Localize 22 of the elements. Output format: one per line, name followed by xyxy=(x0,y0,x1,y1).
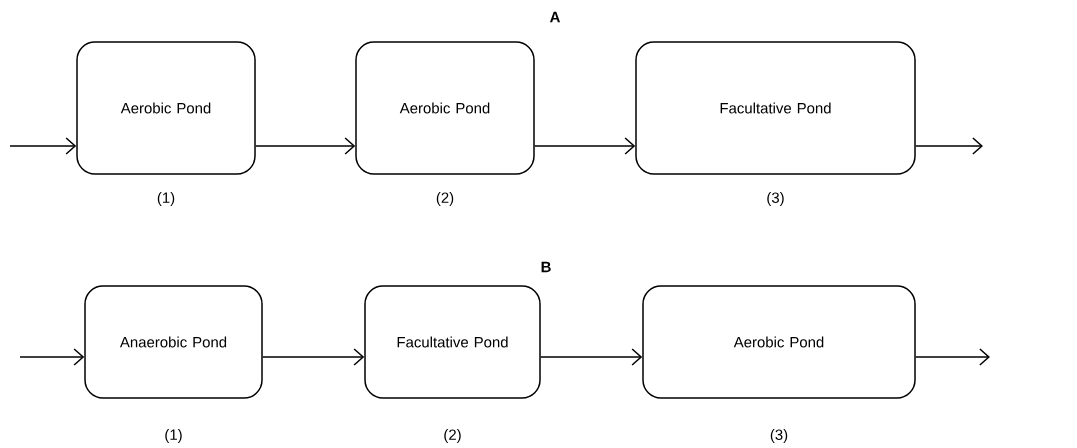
arrow xyxy=(262,348,365,366)
stage-number: (1) xyxy=(157,192,175,206)
stage-number: (1) xyxy=(165,429,182,443)
arrow xyxy=(534,137,636,155)
pond-box: Facultative Pond xyxy=(635,41,916,175)
stage-number: (3) xyxy=(767,192,784,206)
arrow xyxy=(915,348,990,366)
pond-box: Aerobic Pond xyxy=(355,41,535,175)
pond-box: Aerobic Pond xyxy=(642,285,916,399)
section-letter: B xyxy=(541,261,551,273)
pond-box: Anaerobic Pond xyxy=(84,285,263,399)
stage-number: (3) xyxy=(770,429,788,443)
stage-number: (2) xyxy=(444,429,461,443)
arrow xyxy=(540,348,643,366)
arrow xyxy=(915,137,983,155)
pond-box: Aerobic Pond xyxy=(76,41,256,175)
arrow xyxy=(9,137,77,155)
pond-box: Facultative Pond xyxy=(364,285,541,399)
stage-number: (2) xyxy=(436,192,454,206)
arrow xyxy=(255,137,356,155)
section-letter: A xyxy=(550,11,560,23)
arrow xyxy=(19,348,85,366)
